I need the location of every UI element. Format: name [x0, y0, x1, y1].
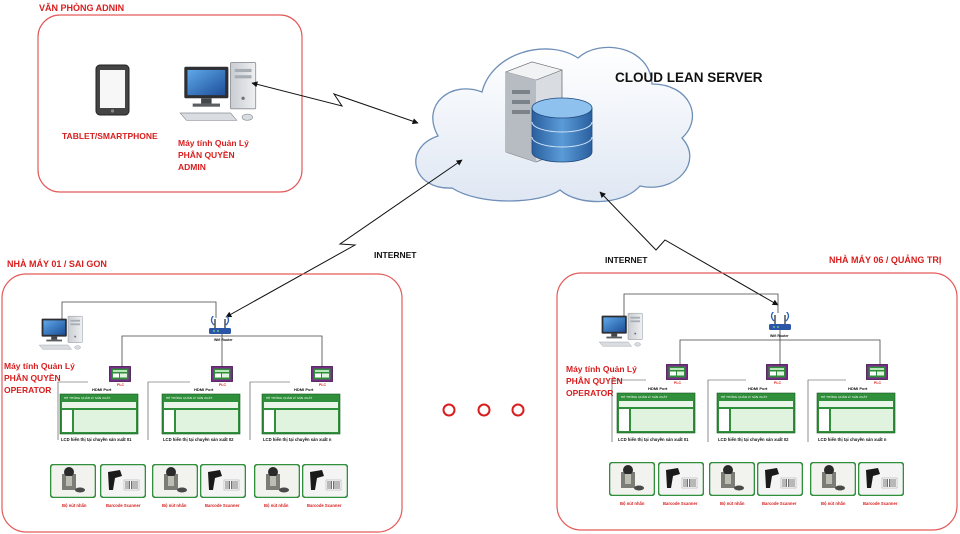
hdmi-label: HDMI Port: [848, 386, 868, 391]
lcd-caption: LCD hiển thị tại chuyền sản xuất 01: [61, 437, 132, 442]
hdmi-label: HDMI Port: [748, 386, 768, 391]
factory-01-bus: [61, 301, 323, 368]
factory-06-bus: [623, 293, 881, 366]
push-button-icon: [254, 464, 300, 498]
factory-06-line-1: PLC HDMI Port HỆ THỐNG QUẢN LÝ SẢN XUẤT …: [609, 364, 704, 506]
hdmi-label: HDMI Port: [648, 386, 668, 391]
svg-text:HỆ THỐNG QUẢN LÝ SẢN XUẤT: HỆ THỐNG QUẢN LÝ SẢN XUẤT: [821, 394, 867, 399]
plc-monitor-icon: [109, 366, 131, 382]
factory-01: NHÀ MÁY 01 / SAI GON Máy tính Quản Lý PH…: [1, 259, 403, 533]
plc-monitor-icon: [766, 364, 788, 380]
push-button-label: Bộ nút nhấn: [162, 503, 187, 508]
lcd-caption: LCD hiển thị tại chuyền sản xuất 02: [163, 437, 234, 442]
push-button-icon: [609, 462, 655, 496]
tablet-icon: [95, 64, 130, 116]
factory-01-line-2: PLC HDMI Port HỆ THỐNG QUẢN LÝ SẢN XUẤT …: [147, 366, 246, 508]
push-button-label: Bộ nút nhấn: [620, 501, 645, 506]
barcode-scanner-icon: [100, 464, 146, 498]
factory-01-line-1: PLC HDMI Port HỆ THỐNG QUẢN LÝ SẢN XUẤT …: [50, 366, 146, 508]
lcd-display: HỆ THỐNG QUẢN LÝ SẢN XUẤT: [816, 392, 896, 434]
hdmi-label: HDMI Port: [194, 387, 214, 392]
barcode-scanner-icon: [200, 464, 246, 498]
lcd-caption: LCD hiển thị tại chuyền sản xuất 02: [718, 437, 789, 442]
lcd-caption: LCD hiển thị tại chuyền sản xuất n: [818, 437, 887, 442]
more-factories-ellipsis: [442, 403, 525, 417]
factory-06-frame: [556, 272, 958, 531]
barcode-scanner-icon: [858, 462, 904, 496]
lcd-caption: LCD hiển thị tại chuyền sản xuất 01: [618, 437, 689, 442]
plc-label: PLC: [219, 383, 226, 387]
factory-01-router-label: Wifi Router: [214, 338, 233, 342]
push-button-icon: [50, 464, 96, 498]
push-button-icon: [709, 462, 755, 496]
factory-06-line-3: PLC HDMI Port HỆ THỐNG QUẢN LÝ SẢN XUẤT …: [807, 364, 904, 506]
plc-monitor-icon: [211, 366, 233, 382]
push-button-label: Bộ nút nhấn: [821, 501, 846, 506]
factory-01-operator-pc-icon: [38, 315, 83, 350]
lcd-display: HỆ THỐNG QUẢN LÝ SẢN XUẤT: [161, 393, 241, 435]
link-factory06-cloud: [599, 191, 779, 306]
factory-01-title: NHÀ MÁY 01 / SAI GON: [7, 259, 107, 269]
barcode-scanner-label: Barcode Scanner: [205, 503, 240, 508]
barcode-scanner-label: Barcode Scanner: [762, 501, 797, 506]
admin-office-title: VĂN PHÒNG ADNIN: [39, 2, 124, 13]
plc-label: PLC: [319, 383, 326, 387]
plc-label: PLC: [117, 383, 124, 387]
factory-06-operator-label: Máy tính Quản Lý PHÂN QUYỀN OPERATOR: [566, 364, 639, 398]
plc-monitor-icon: [311, 366, 333, 382]
factory-01-router-icon: [208, 316, 232, 335]
barcode-scanner-label: Barcode Scanner: [863, 501, 898, 506]
cloud-server: CLOUD LEAN SERVER: [415, 46, 763, 203]
push-button-label: Bộ nút nhấn: [264, 503, 289, 508]
factory-06: NHÀ MÁY 06 / QUẢNG TRỊ Máy tính Quản Lý …: [556, 254, 958, 531]
svg-text:HỆ THỐNG QUẢN LÝ SẢN XUẤT: HỆ THỐNG QUẢN LÝ SẢN XUẤT: [266, 395, 312, 400]
push-button-icon: [810, 462, 856, 496]
lcd-caption: LCD hiển thị tại chuyền sản xuất n: [263, 437, 332, 442]
barcode-scanner-label: Barcode Scanner: [663, 501, 698, 506]
svg-text:HỆ THỐNG QUẢN LÝ SẢN XUẤT: HỆ THỐNG QUẢN LÝ SẢN XUẤT: [166, 395, 212, 400]
tablet-label: TABLET/SMARTPHONE: [62, 131, 158, 141]
factory-01-line-3: PLC HDMI Port HỆ THỐNG QUẢN LÝ SẢN XUẤT …: [249, 366, 348, 508]
factory-06-operator-pc-icon: [598, 312, 643, 347]
cloud-label: CLOUD LEAN SERVER: [615, 70, 763, 85]
internet-label-right: INTERNET: [605, 255, 648, 265]
hdmi-label: HDMI Port: [294, 387, 314, 392]
admin-office-frame: [37, 14, 303, 193]
push-button-label: Bộ nút nhấn: [720, 501, 745, 506]
factory-06-router-icon: [768, 312, 792, 331]
admin-office: VĂN PHÒNG ADNIN TABLET/SMARTPHONE Máy tí…: [37, 2, 303, 193]
lcd-display: HỆ THỐNG QUẢN LÝ SẢN XUẤT: [716, 392, 796, 434]
factory-01-frame: [1, 273, 403, 533]
link-factory01-cloud: [225, 159, 463, 318]
push-button-icon: [152, 464, 198, 498]
barcode-scanner-label: Barcode Scanner: [106, 503, 141, 508]
factory-01-operator-label: Máy tính Quản Lý PHÂN QUYỀN OPERATOR: [4, 361, 77, 395]
admin-pc-icon: [179, 62, 257, 121]
internet-label-left: INTERNET: [374, 250, 417, 260]
barcode-scanner-label: Barcode Scanner: [307, 503, 342, 508]
lcd-display: HỆ THỐNG QUẢN LÝ SẢN XUẤT: [261, 393, 341, 435]
factory-06-title: NHÀ MÁY 06 / QUẢNG TRỊ: [829, 254, 941, 265]
factory-06-router-label: Wifi Router: [770, 334, 789, 338]
push-button-label: Bộ nút nhấn: [62, 503, 87, 508]
lcd-display: HỆ THỐNG QUẢN LÝ SẢN XUẤT: [616, 392, 696, 434]
plc-monitor-icon: [866, 364, 888, 380]
svg-text:HỆ THỐNG QUẢN LÝ SẢN XUẤT: HỆ THỐNG QUẢN LÝ SẢN XUẤT: [721, 394, 767, 399]
database-icon: [531, 97, 593, 163]
factory-06-line-2: PLC HDMI Port HỆ THỐNG QUẢN LÝ SẢN XUẤT …: [707, 364, 803, 506]
hdmi-label: HDMI Port: [92, 387, 112, 392]
admin-pc-label: Máy tính Quản Lý PHÂN QUYỀN ADMIN: [178, 138, 251, 172]
plc-label: PLC: [774, 381, 781, 385]
barcode-scanner-icon: [658, 462, 704, 496]
svg-text:HỆ THỐNG QUẢN LÝ SẢN XUẤT: HỆ THỐNG QUẢN LÝ SẢN XUẤT: [621, 394, 667, 399]
plc-label: PLC: [674, 381, 681, 385]
plc-monitor-icon: [666, 364, 688, 380]
barcode-scanner-icon: [757, 462, 803, 496]
link-admin-cloud: [251, 81, 419, 125]
barcode-scanner-icon: [302, 464, 348, 498]
plc-label: PLC: [874, 381, 881, 385]
lcd-display: HỆ THỐNG QUẢN LÝ SẢN XUẤT: [59, 393, 139, 435]
svg-text:HỆ THỐNG QUẢN LÝ SẢN XUẤT: HỆ THỐNG QUẢN LÝ SẢN XUẤT: [64, 395, 110, 400]
